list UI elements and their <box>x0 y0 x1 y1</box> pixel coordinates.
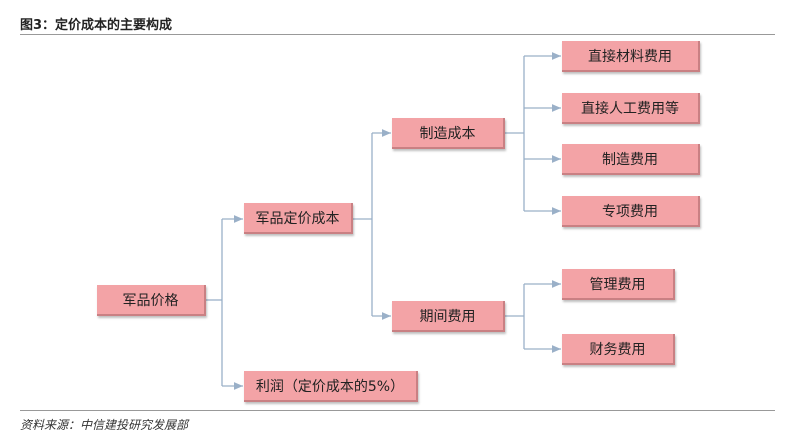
node-zhijie-rengong: 直接人工费用等 <box>562 93 700 124</box>
node-zhizao-chengben: 制造成本 <box>392 118 505 149</box>
node-junpin-dingjia-chengben: 军品定价成本 <box>244 203 353 234</box>
node-zhuanxiang-feiyong: 专项费用 <box>562 196 700 227</box>
node-lirun: 利润（定价成本的5%） <box>244 371 418 402</box>
node-junpin-jiage: 军品价格 <box>97 285 206 316</box>
node-guanli-feiyong: 管理费用 <box>562 269 675 300</box>
top-rule <box>20 34 775 35</box>
figure-title: 图3：定价成本的主要构成 <box>20 18 173 33</box>
node-qijian-feiyong: 期间费用 <box>392 301 505 332</box>
node-zhijie-cailiao: 直接材料费用 <box>562 41 700 72</box>
source-note: 资料来源：中信建投研究发展部 <box>20 418 189 432</box>
bottom-rule <box>20 410 775 411</box>
node-zhizao-feiyong: 制造费用 <box>562 144 700 175</box>
node-caiwu-feiyong: 财务费用 <box>562 334 675 365</box>
